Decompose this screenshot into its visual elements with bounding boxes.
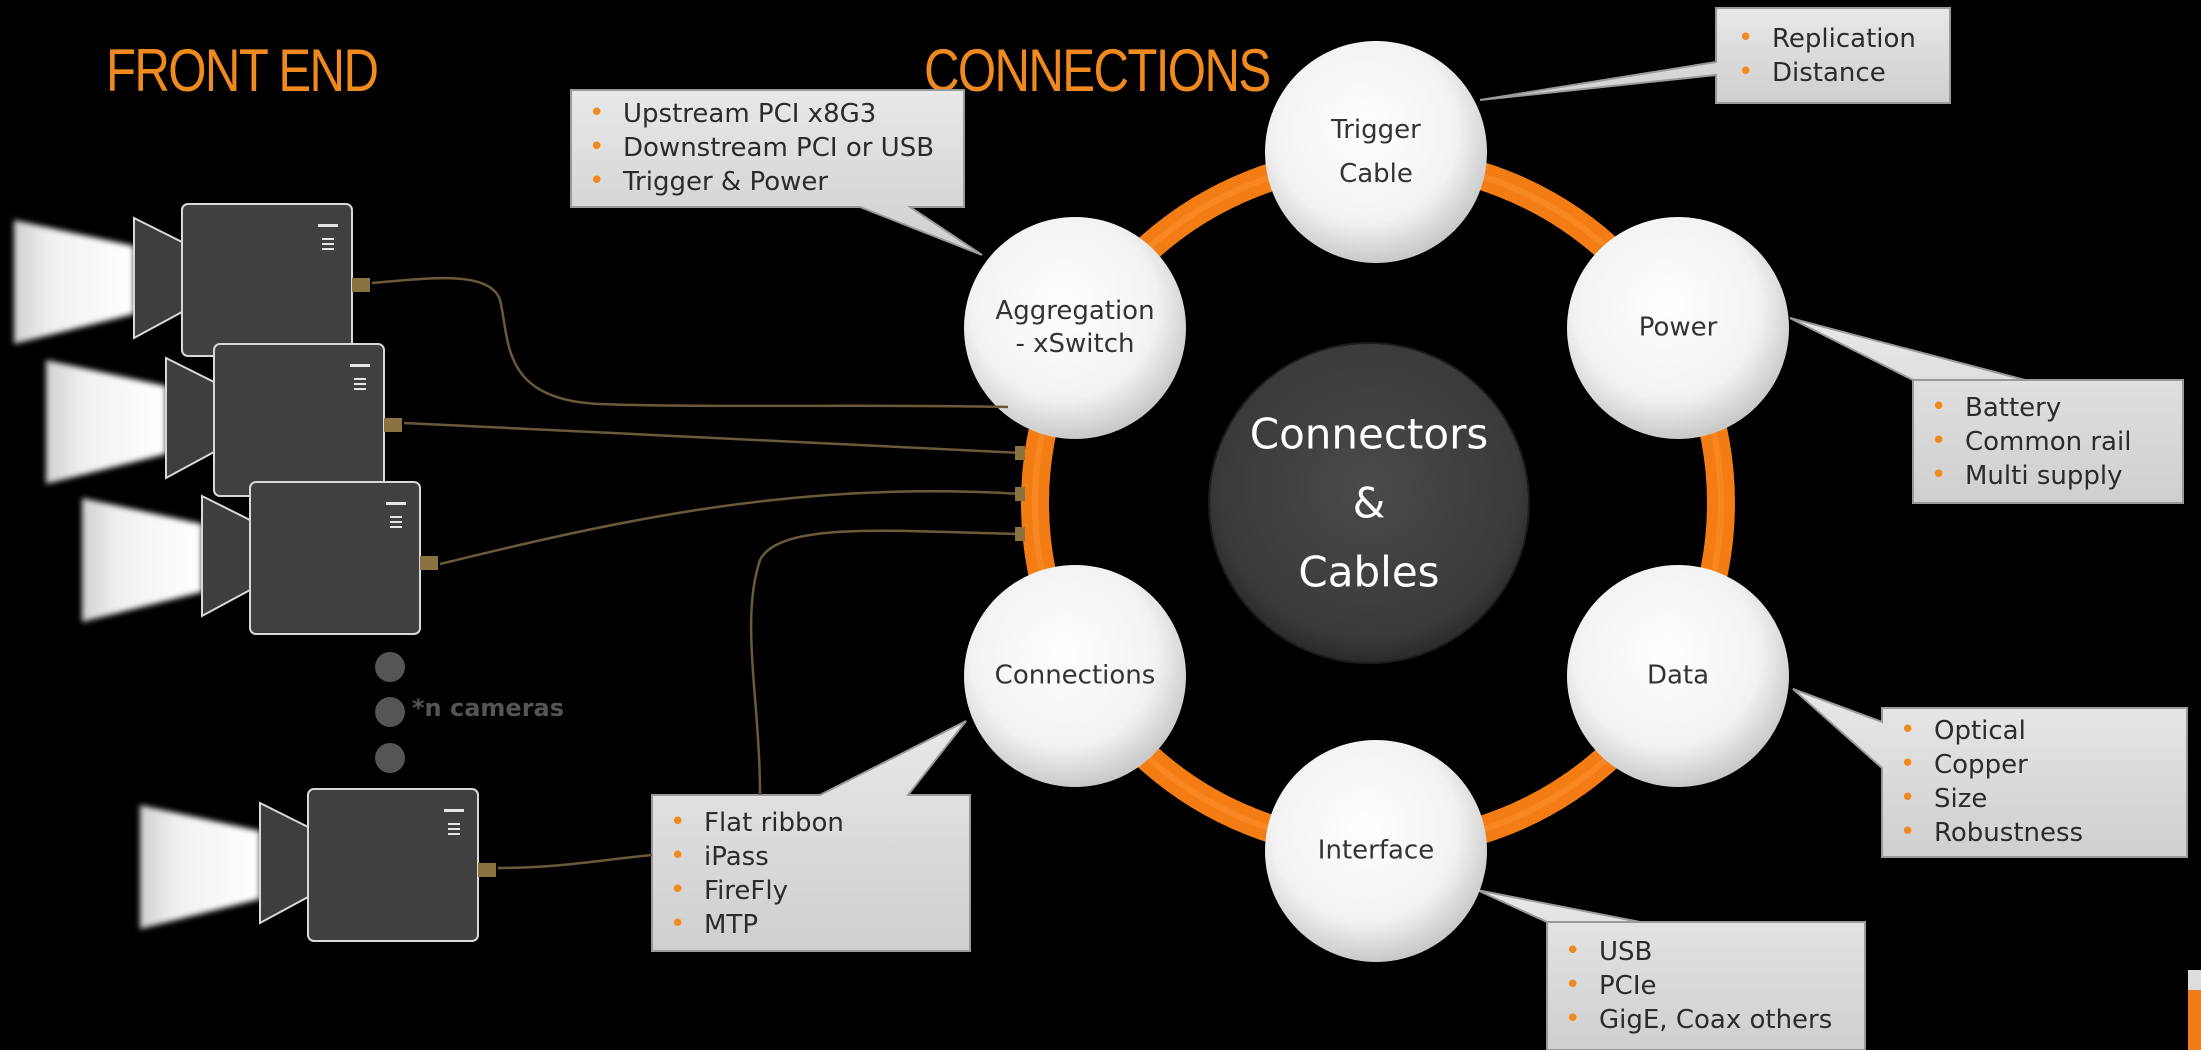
center-line2: & [1352, 478, 1386, 528]
list-item: Optical [1886, 713, 2083, 748]
callout-aggregation-list: Upstream PCI x8G3 Downstream PCI or USB … [575, 96, 934, 199]
center-label: Connectors & Cables [1250, 400, 1489, 607]
list-item: Copper [1886, 747, 2083, 782]
n-cameras-note: *n cameras [412, 694, 565, 722]
node-trigger-line2: Cable [1339, 159, 1413, 189]
camera-connector [420, 556, 438, 570]
list-item: Upstream PCI x8G3 [575, 96, 934, 131]
light-beam [140, 805, 260, 929]
list-item: Trigger & Power [575, 164, 934, 199]
connections-title: CONNECTIONS [924, 37, 1271, 104]
node-trigger-cable [1265, 41, 1487, 263]
list-item: Replication [1724, 21, 1916, 56]
list-item: Downstream PCI or USB [575, 130, 934, 165]
list-item: PCIe [1551, 968, 1832, 1003]
camera-3 [82, 481, 438, 635]
callout-interface-list: USB PCIe GigE, Coax others [1551, 934, 1832, 1037]
callout-data-list: Optical Copper Size Robustness [1886, 713, 2083, 850]
node-aggregation-label: Aggregation - xSwitch [995, 295, 1154, 361]
callout-connections-list: Flat ribbon iPass FireFly MTP [656, 805, 844, 942]
node-aggregation-line1: Aggregation [995, 296, 1155, 326]
node-trigger-label: Trigger Cable [1331, 108, 1421, 196]
list-item: FireFly [656, 873, 844, 908]
node-connections-label: Connections [994, 660, 1156, 691]
center-disc [1208, 342, 1530, 664]
light-beam [46, 360, 166, 484]
camera-lens [259, 801, 309, 925]
cable-connectors [1015, 446, 1025, 541]
front-end-title: FRONT END [106, 37, 379, 104]
camera-4 [140, 788, 496, 942]
center-line3: Cables [1298, 547, 1440, 597]
light-beam [14, 220, 134, 344]
node-data [1567, 565, 1789, 787]
more-cameras-dots [375, 652, 405, 773]
camera-stack [14, 203, 496, 942]
node-trigger-line1: Trigger [1331, 115, 1421, 145]
list-item: Common rail [1917, 424, 2131, 459]
camera-connector [478, 863, 496, 877]
list-item: Robustness [1886, 815, 2083, 850]
list-item: Battery [1917, 390, 2131, 425]
node-interface [1265, 740, 1487, 962]
node-data-label: Data [1646, 660, 1710, 691]
camera-lens [133, 216, 183, 340]
node-interface-label: Interface [1317, 835, 1435, 866]
node-aggregation [964, 217, 1186, 439]
list-item: MTP [656, 907, 844, 942]
camera-connector [352, 278, 370, 292]
list-item: Multi supply [1917, 458, 2131, 493]
camera-lens [165, 356, 215, 480]
callout-trigger-list: Replication Distance [1724, 21, 1916, 90]
list-item: USB [1551, 934, 1832, 969]
camera-connector [384, 418, 402, 432]
center-line1: Connectors [1249, 409, 1489, 459]
node-power [1567, 217, 1789, 439]
callout-power-list: Battery Common rail Multi supply [1917, 390, 2131, 493]
list-item: Size [1886, 781, 2083, 816]
list-item: Distance [1724, 55, 1916, 90]
camera-1 [14, 203, 370, 357]
list-item: iPass [656, 839, 844, 874]
node-connections [964, 565, 1186, 787]
camera-2 [46, 343, 402, 497]
light-beam [82, 498, 202, 622]
camera-cables [371, 276, 1023, 870]
list-item: GigE, Coax others [1551, 1002, 1832, 1037]
camera-lens [201, 494, 251, 618]
node-aggregation-line2: - xSwitch [1015, 329, 1135, 359]
list-item: Flat ribbon [656, 805, 844, 840]
node-power-label: Power [1638, 312, 1718, 343]
